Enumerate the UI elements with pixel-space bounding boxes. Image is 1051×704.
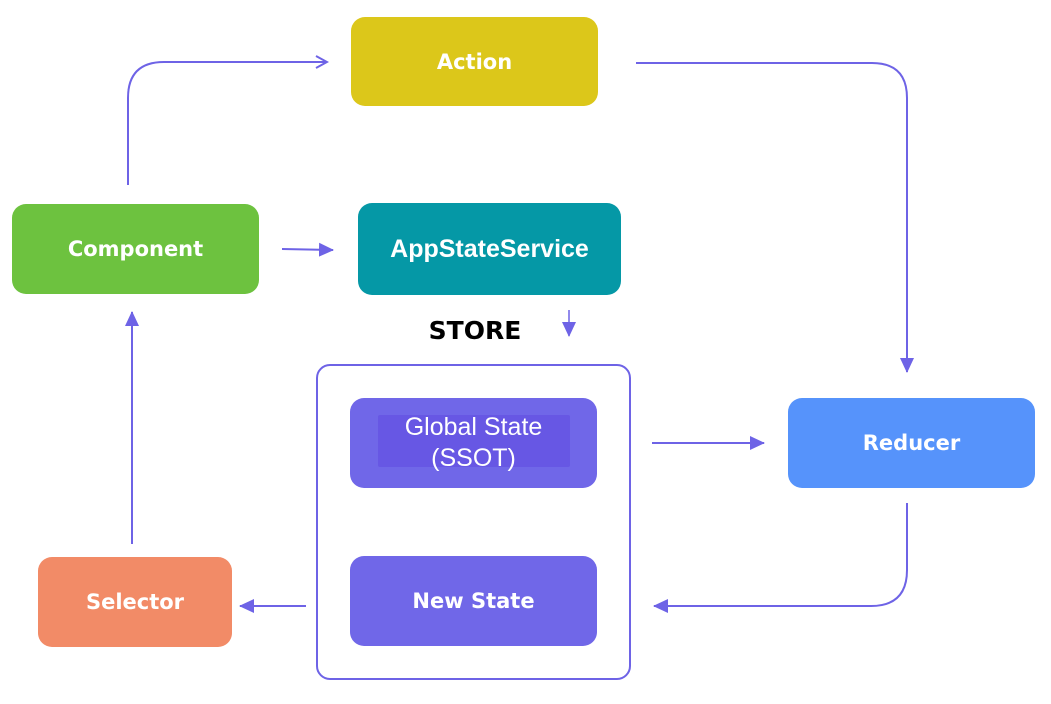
store-label: STORE	[428, 316, 522, 345]
component-node: Component	[12, 204, 259, 294]
appstateservice-node: AppStateService	[358, 203, 621, 295]
action-node: Action	[351, 17, 598, 106]
global-state-node: Global State (SSOT)	[350, 398, 597, 488]
selector-node: Selector	[38, 557, 232, 647]
component-label: Component	[67, 237, 204, 261]
global-state-label-line1: Global State	[404, 413, 543, 441]
arrow-reducer-to-newstate	[653, 503, 908, 613]
action-label: Action	[436, 49, 513, 74]
global-state-label-line2: (SSOT)	[431, 444, 516, 472]
selector-label: Selector	[85, 590, 185, 614]
reducer-label: Reducer	[862, 431, 961, 455]
arrow-component-to-action	[127, 62, 326, 185]
reducer-node: Reducer	[788, 398, 1035, 488]
appstateservice-label: AppStateService	[390, 234, 589, 263]
new-state-node: New State	[350, 556, 597, 646]
store-container	[316, 364, 631, 680]
arrow-component-to-appstateservice	[281, 242, 334, 257]
arrow-action-to-reducer	[636, 62, 914, 373]
global-state-highlight	[378, 415, 570, 467]
new-state-label: New State	[412, 589, 535, 613]
